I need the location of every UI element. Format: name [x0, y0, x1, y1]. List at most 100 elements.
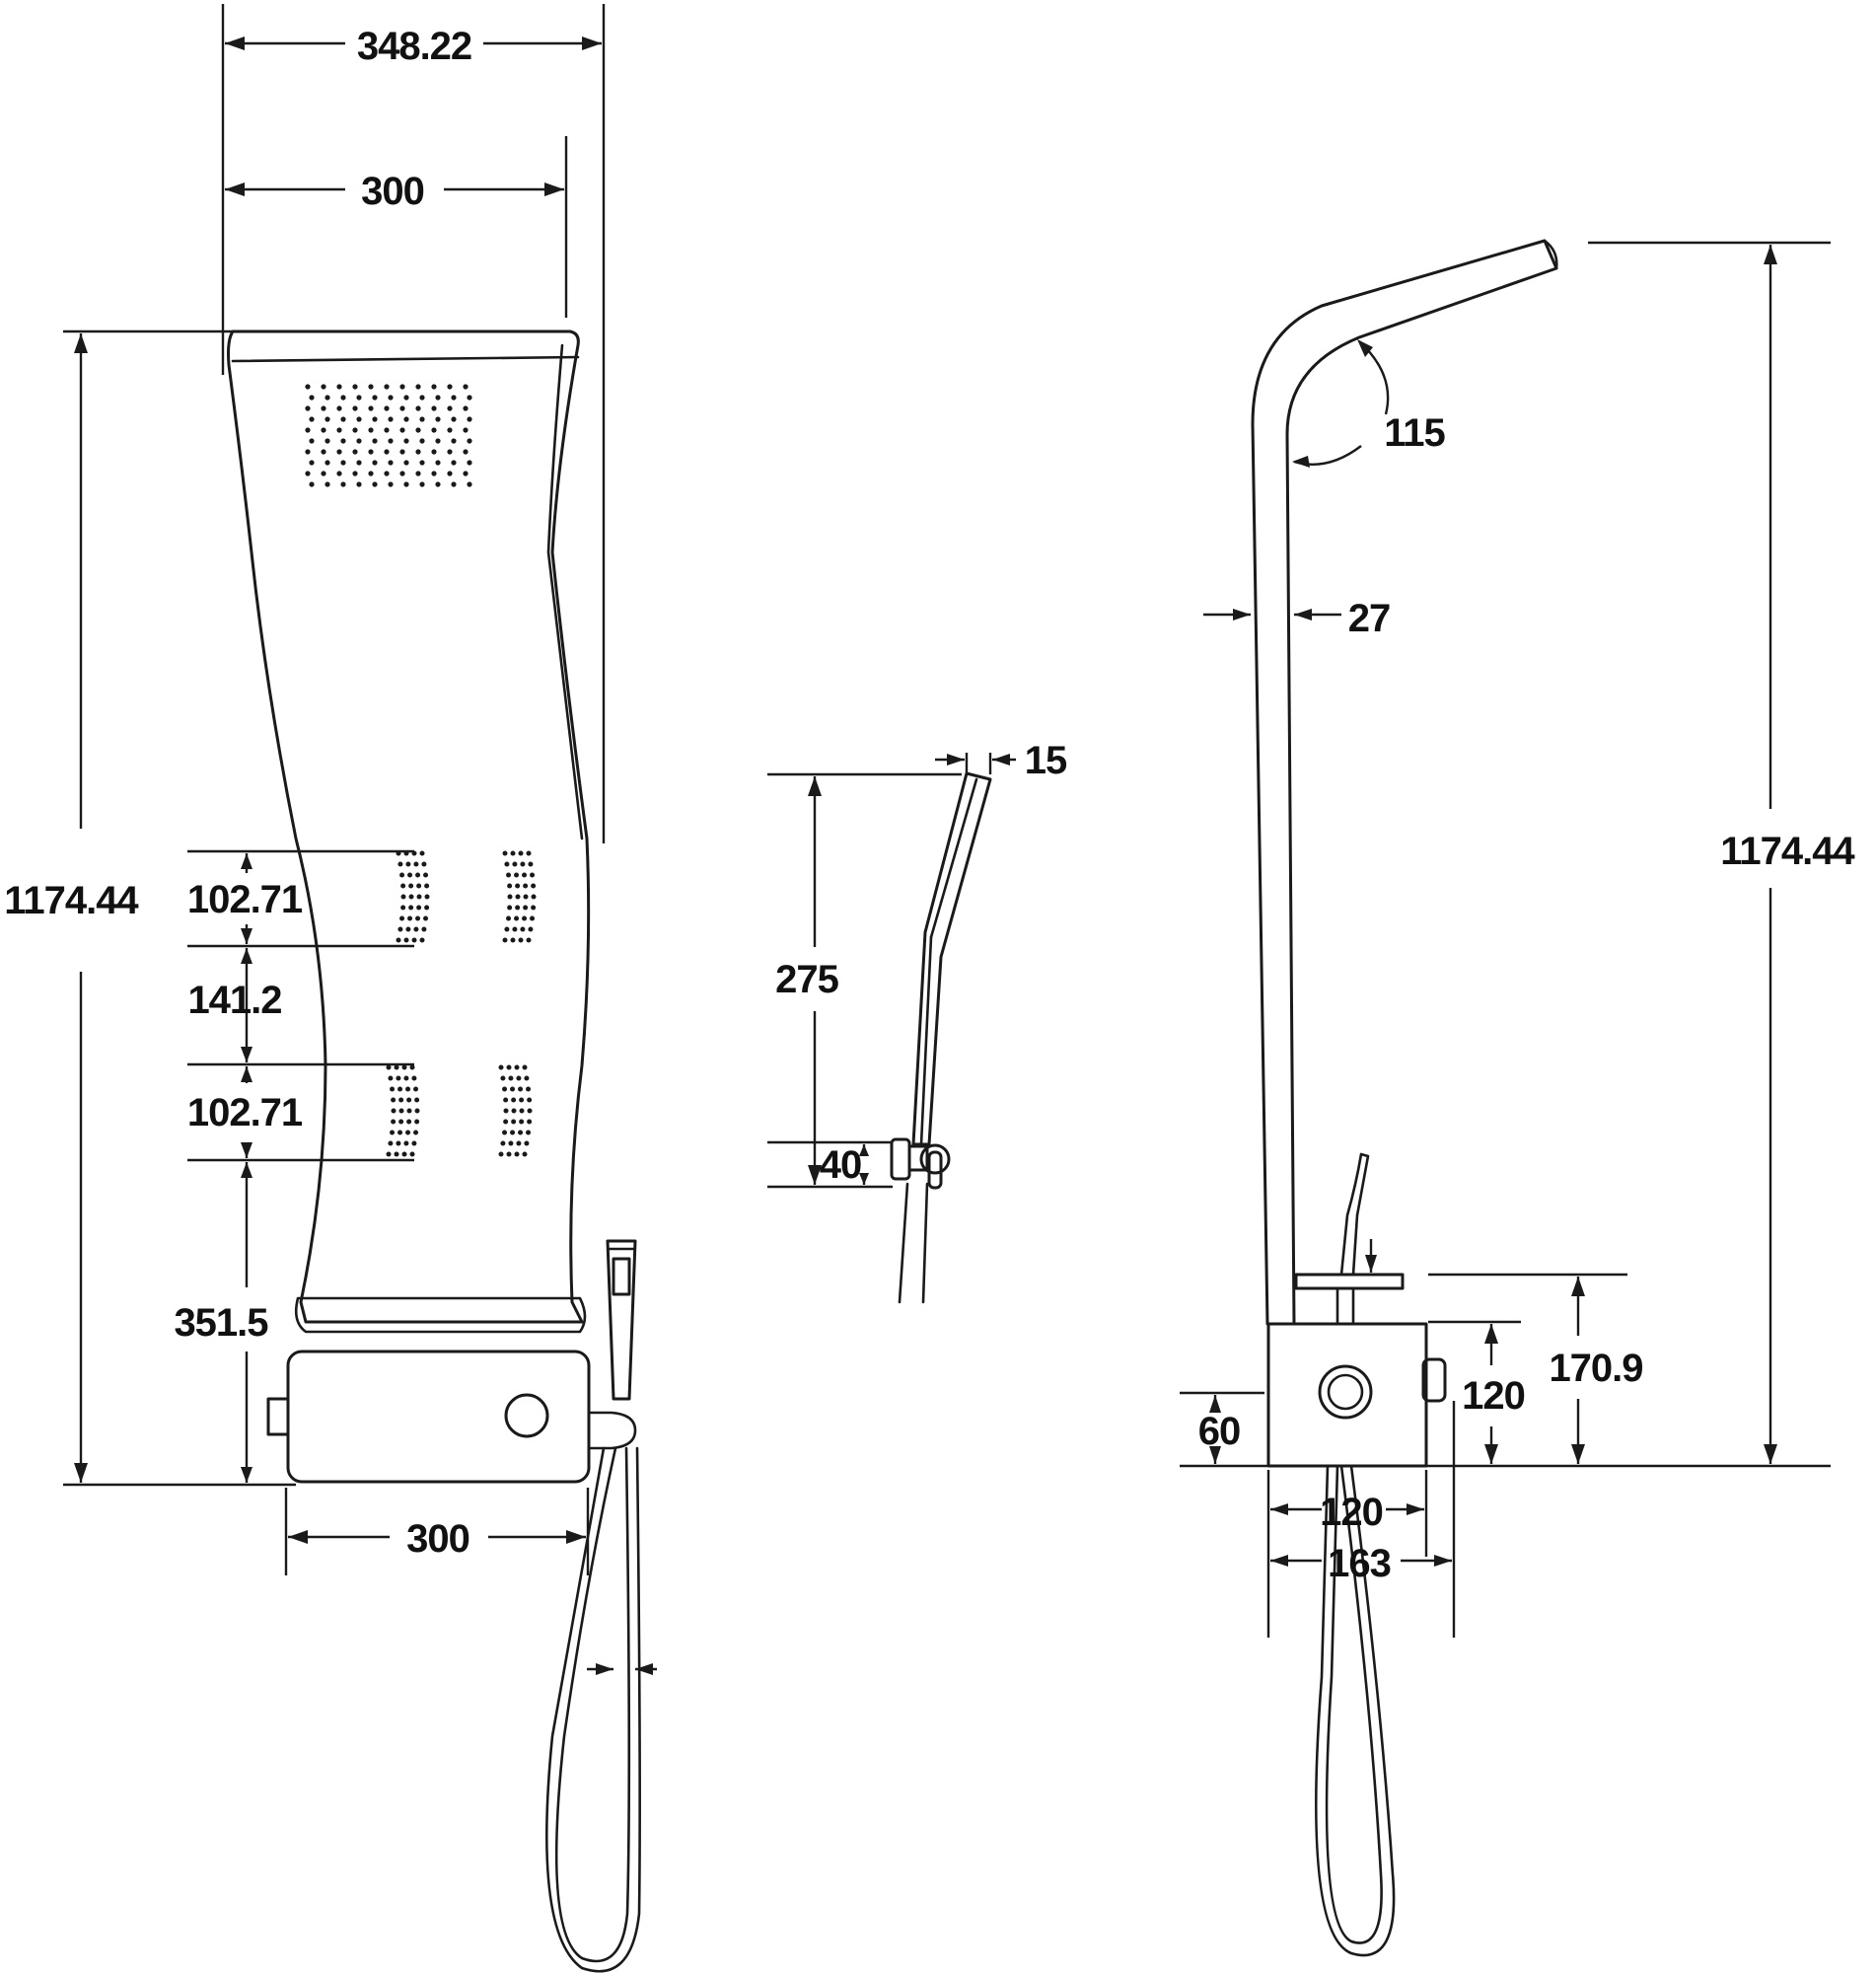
- rain-nozzle-dot: [463, 405, 469, 411]
- rain-nozzle-dot: [384, 471, 390, 476]
- body-jet-dot: [519, 1108, 525, 1114]
- side-hose: [1314, 1464, 1396, 1957]
- body-jet-dot: [510, 850, 516, 856]
- body-jet-dot: [397, 1130, 403, 1135]
- rain-nozzle-dot: [435, 481, 441, 487]
- rain-nozzle-dot: [463, 384, 469, 390]
- dim-base-width: 300: [406, 1517, 469, 1561]
- body-jet-dot: [528, 926, 534, 932]
- rain-nozzle-dot: [352, 471, 358, 476]
- body-jet-dot: [531, 905, 537, 911]
- body-jet-dot: [507, 883, 513, 889]
- rain-nozzle-dot: [467, 395, 472, 401]
- body-jet-dot: [502, 1130, 508, 1135]
- body-jet-dot: [531, 883, 537, 889]
- dim-valve-height: 170.9: [1549, 1347, 1642, 1390]
- body-jet-dot: [506, 872, 512, 878]
- rain-nozzle-dot: [415, 471, 421, 476]
- dim-head-thickness: 15: [1025, 739, 1067, 782]
- body-jet-dot: [515, 894, 521, 900]
- rain-nozzle-dot: [305, 471, 311, 476]
- dim-box-depth: 120: [1320, 1491, 1383, 1534]
- body-jet-dot: [512, 861, 518, 867]
- body-jet-dot: [415, 915, 421, 921]
- rain-nozzle-dot: [399, 427, 405, 433]
- front-control-box: [266, 1350, 637, 1484]
- rain-nozzle-dot: [325, 395, 330, 401]
- dim-arm-angle: 115: [1384, 411, 1445, 455]
- dim-bottom-offset: 351.5: [174, 1301, 268, 1345]
- body-jet-dot: [503, 1119, 509, 1125]
- rain-nozzle-dot: [388, 460, 394, 466]
- rain-nozzle-dot: [403, 395, 409, 401]
- rain-nozzle-dot: [467, 438, 472, 444]
- body-jet-dot: [398, 1097, 404, 1103]
- body-jet-dot: [424, 905, 430, 911]
- body-jet-dot: [413, 861, 419, 867]
- body-jet-dot: [408, 905, 414, 911]
- body-jet-dot: [504, 861, 510, 867]
- body-jet-dot: [401, 1151, 407, 1157]
- rain-nozzle-dot: [336, 405, 342, 411]
- rain-nozzle-dot: [321, 449, 326, 455]
- body-jet-dot: [401, 1064, 407, 1070]
- body-jet-dot: [526, 850, 532, 856]
- body-jet-dot: [424, 883, 430, 889]
- body-jet-dot: [510, 1130, 516, 1135]
- body-jet-dot: [516, 1075, 522, 1081]
- body-jet-dot: [498, 1151, 504, 1157]
- rain-nozzle-dot: [419, 416, 425, 422]
- dim-pipe-diameter: 27: [1348, 597, 1391, 640]
- rain-nozzle-dot: [305, 427, 311, 433]
- body-jet-dot: [399, 915, 405, 921]
- body-jet-dot: [400, 883, 406, 889]
- rain-nozzle-dot: [352, 427, 358, 433]
- dim-side-height: 1174.44: [1720, 830, 1855, 873]
- dim-hand-shower-length: 275: [775, 958, 838, 1001]
- rain-nozzle-dot: [309, 395, 315, 401]
- rain-nozzle-dot: [309, 416, 315, 422]
- body-jet-dot: [390, 1086, 396, 1092]
- dim-top-width: 300: [361, 170, 424, 213]
- rain-nozzle-dot: [372, 481, 378, 487]
- rain-nozzle-dot: [309, 438, 315, 444]
- rain-nozzle-dot: [368, 405, 374, 411]
- body-jet-dot: [507, 894, 513, 900]
- rain-nozzle-dot: [340, 460, 346, 466]
- body-jet-dot: [500, 1075, 506, 1081]
- rain-nozzle-dot: [384, 449, 390, 455]
- hand-shower-view: 15 275 40: [767, 739, 1068, 1304]
- dim-holder-height: 40: [820, 1143, 862, 1187]
- body-jet-dot: [406, 1119, 412, 1125]
- rain-nozzle-dot: [451, 416, 457, 422]
- body-jet-dot: [397, 1086, 403, 1092]
- body-jet-dot: [511, 1097, 517, 1103]
- body-jet-dot: [388, 1140, 394, 1146]
- body-jet-dot: [399, 872, 405, 878]
- body-jet-dot: [526, 1086, 532, 1092]
- rain-nozzle-dot: [399, 471, 405, 476]
- rain-nozzle-dot: [435, 438, 441, 444]
- control-knob-icon: [504, 1393, 549, 1438]
- dim-overall-width: 348.22: [357, 25, 471, 68]
- dim-box-height: 120: [1462, 1374, 1525, 1418]
- body-jet-dot: [514, 915, 520, 921]
- side-view: 115 27 1174.44 170.9 120 60 120 163: [1180, 239, 1856, 1957]
- rain-nozzle-dot: [388, 395, 394, 401]
- rain-nozzle-dot: [431, 427, 437, 433]
- rain-nozzle-dot: [321, 427, 326, 433]
- body-jet-dot: [516, 1140, 522, 1146]
- rain-nozzle-dot: [356, 395, 362, 401]
- body-jet-dot: [396, 1075, 401, 1081]
- body-jet-dot: [416, 883, 422, 889]
- rain-nozzle-dot: [431, 471, 437, 476]
- rain-nozzle-dot: [463, 471, 469, 476]
- body-jet-dot: [411, 1075, 417, 1081]
- rain-nozzle-dot: [384, 405, 390, 411]
- body-jet-dot: [515, 883, 521, 889]
- body-jet-dot: [394, 1064, 399, 1070]
- body-jet-nozzles: [386, 850, 537, 1157]
- body-jet-dot: [508, 1075, 514, 1081]
- body-jet-dot: [520, 861, 526, 867]
